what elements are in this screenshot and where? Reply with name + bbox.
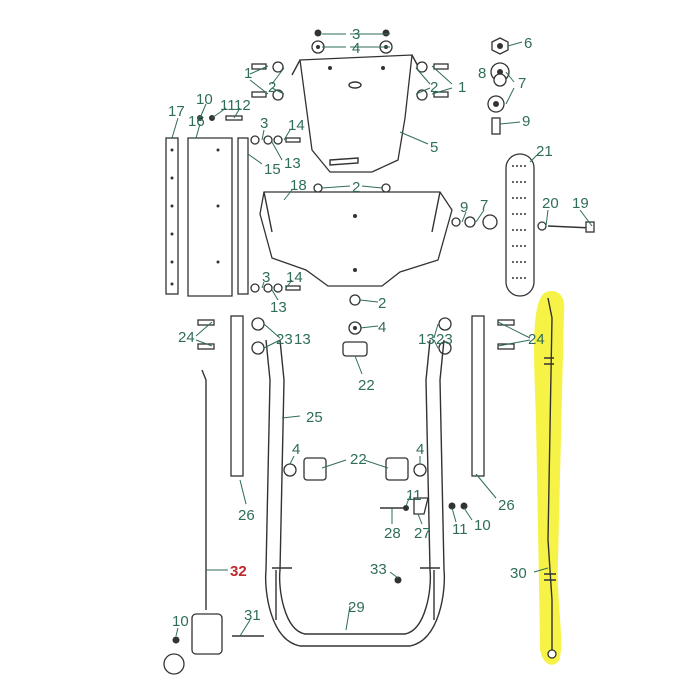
label-31: 31 — [244, 607, 261, 624]
label-10: 10 — [196, 91, 213, 108]
part-labels: 3 4 1 2 2 1 5 6 8 7 9 10 11 12 17 16 3 1… — [168, 26, 589, 630]
cable-right — [544, 297, 557, 659]
label-24: 24 — [528, 331, 545, 348]
label-8: 8 — [478, 65, 486, 82]
label-3: 3 — [260, 115, 268, 132]
label-28: 28 — [384, 525, 401, 542]
label-11: 11 — [452, 521, 468, 538]
label-30: 30 — [510, 565, 527, 582]
nut-washer-stack — [487, 37, 510, 135]
leader-lines — [171, 33, 593, 637]
label-32: 32 — [230, 563, 247, 580]
label-16: 16 — [188, 113, 205, 130]
label-2: 2 — [268, 79, 276, 96]
label-27: 27 — [414, 525, 431, 542]
label-25: 25 — [306, 409, 323, 426]
label-2: 2 — [378, 295, 386, 312]
label-23: 23 — [436, 331, 453, 348]
label-7: 7 — [518, 75, 526, 92]
side-plates — [165, 115, 301, 297]
label-20: 20 — [542, 195, 559, 212]
label-10: 10 — [474, 517, 491, 534]
label-23: 23 — [276, 331, 293, 348]
label-11: 11 — [406, 487, 422, 504]
label-13: 13 — [294, 331, 311, 348]
label-4: 4 — [416, 441, 424, 458]
label-26: 26 — [238, 507, 255, 524]
label-13: 13 — [284, 155, 301, 172]
label-9: 9 — [522, 113, 530, 130]
top-bracket — [291, 54, 421, 173]
mid-clamps — [283, 321, 427, 481]
label-21: 21 — [536, 143, 553, 160]
label-2: 2 — [352, 179, 360, 196]
label-5: 5 — [430, 139, 438, 156]
label-33: 33 — [370, 561, 387, 578]
label-22: 22 — [350, 451, 367, 468]
label-7: 7 — [480, 197, 488, 214]
label-17: 17 — [168, 103, 185, 120]
label-22: 22 — [358, 377, 375, 394]
label-3: 3 — [352, 26, 360, 43]
label-24: 24 — [178, 329, 195, 346]
label-4: 4 — [378, 319, 386, 336]
label-9: 9 — [460, 199, 468, 216]
label-1: 1 — [458, 79, 466, 96]
label-13: 13 — [418, 331, 435, 348]
cable-left — [163, 369, 264, 675]
label-14: 14 — [288, 117, 305, 134]
label-10: 10 — [172, 613, 189, 630]
label-6: 6 — [524, 35, 532, 52]
label-18: 18 — [290, 177, 307, 194]
label-13: 13 — [270, 299, 287, 316]
label-29: 29 — [348, 599, 365, 616]
label-26: 26 — [498, 497, 515, 514]
label-3: 3 — [262, 269, 270, 286]
deck-frame — [259, 183, 453, 306]
label-2: 2 — [430, 79, 438, 96]
label-15: 15 — [264, 161, 281, 178]
label-4: 4 — [352, 40, 360, 57]
label-19: 19 — [572, 195, 589, 212]
label-11: 11 — [220, 97, 236, 114]
wheel — [451, 153, 595, 297]
side-rails — [197, 315, 515, 477]
handle-frame — [264, 339, 446, 647]
label-14: 14 — [286, 269, 303, 286]
label-12: 12 — [234, 97, 251, 114]
label-4: 4 — [292, 441, 300, 458]
label-1: 1 — [244, 65, 252, 82]
